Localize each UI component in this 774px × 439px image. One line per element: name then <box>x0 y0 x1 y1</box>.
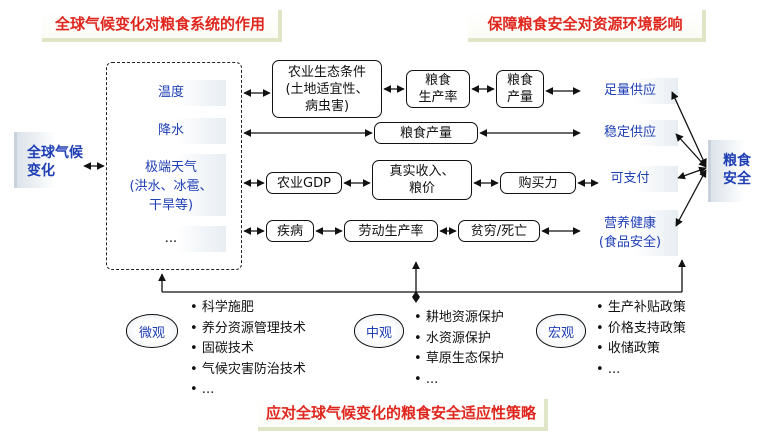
arrow-fan-2 <box>675 133 707 168</box>
factor-extreme-weather-detail-1: (洪水、冰雹、 <box>129 179 213 194</box>
node-food-security: 粮食安全 <box>708 140 768 202</box>
header-resource-impact: 保障粮食安全对资源环境影响 <box>468 10 706 42</box>
list-item: 水资源保护 <box>414 329 504 350</box>
outcome-nutrition-line-2: (食品安全) <box>598 235 662 250</box>
real-income-line-2: 粮价 <box>408 181 435 196</box>
oval-meso: 中观 <box>354 314 404 348</box>
outcome-affordable: 可支付 <box>582 166 678 192</box>
box-grain-productivity: 粮食 生产率 <box>406 70 470 108</box>
list-meso-strategies: 耕地资源保护 水资源保护 草原生态保护 ... <box>414 308 504 390</box>
oval-micro: 微观 <box>126 314 178 348</box>
list-item: ... <box>190 380 306 401</box>
strategy-junction-diamond <box>412 291 420 303</box>
box-disease: 疾病 <box>266 220 314 242</box>
box-labor-productivity: 劳动生产率 <box>344 220 438 242</box>
list-micro-strategies: 科学施肥 养分资源管理技术 固碳技术 气候灾害防治技术 ... <box>190 298 306 401</box>
outcome-nutrition-health: 营养健康 (食品安全) <box>582 210 678 256</box>
list-item: 耕地资源保护 <box>414 308 504 329</box>
grain-output-line-2: 产量 <box>506 90 533 105</box>
box-poverty-death: 贫穷/死亡 <box>458 220 540 242</box>
outcome-sufficient-supply: 足量供应 <box>582 78 678 104</box>
factor-precipitation: 降水 <box>116 118 226 144</box>
box-agri-gdp: 农业GDP <box>266 172 342 194</box>
list-item: 收储政策 <box>596 339 686 360</box>
outcome-nutrition-line-1: 营养健康 <box>603 216 656 231</box>
factor-temperature: 温度 <box>116 80 226 106</box>
agri-conditions-line-1: 农业生态条件 <box>287 64 366 80</box>
list-item: 养分资源管理技术 <box>190 319 306 340</box>
oval-macro: 宏观 <box>536 314 586 348</box>
climate-factors-group <box>106 62 242 270</box>
grain-output-line-1: 粮食 <box>506 73 533 88</box>
box-purchasing-power: 购买力 <box>500 172 576 194</box>
grain-productivity-line-1: 粮食 <box>424 73 451 88</box>
header-adaptation-strategy: 应对全球气候变化的粮食安全适应性策略 <box>258 399 548 431</box>
arrow-fan-4 <box>675 169 707 227</box>
factor-more: ... <box>116 226 226 252</box>
grain-productivity-line-2: 生产率 <box>418 90 458 105</box>
list-item: 生产补贴政策 <box>596 298 686 319</box>
list-item: ... <box>414 370 504 391</box>
list-item: ... <box>596 360 686 381</box>
real-income-line-1: 真实收入、 <box>389 164 455 179</box>
box-grain-output: 粮食 产量 <box>496 70 544 108</box>
node-global-climate-change: 全球气候变化 <box>14 132 83 188</box>
list-item: 草原生态保护 <box>414 349 504 370</box>
list-item: 固碳技术 <box>190 339 306 360</box>
list-item: 气候灾害防治技术 <box>190 360 306 381</box>
header-climate-impact: 全球气候变化对粮食系统的作用 <box>42 10 282 42</box>
list-item: 科学施肥 <box>190 298 306 319</box>
box-real-income-price: 真实收入、 粮价 <box>372 160 472 200</box>
agri-conditions-line-3: 病虫害) <box>304 98 350 114</box>
outcome-stable-supply: 稳定供应 <box>582 120 678 146</box>
agri-conditions-line-2: (土地适宜性、 <box>285 81 369 97</box>
box-agri-eco-conditions: 农业生态条件 (土地适宜性、 病虫害) <box>272 60 382 118</box>
factor-extreme-weather: 极端天气 (洪水、冰雹、 干旱等) <box>116 154 226 216</box>
list-item: 价格支持政策 <box>596 319 686 340</box>
box-grain-production: 粮食产量 <box>374 122 478 144</box>
list-macro-strategies: 生产补贴政策 价格支持政策 收储政策 ... <box>596 298 686 380</box>
arrow-fan-1 <box>671 91 707 167</box>
factor-extreme-weather-detail-2: 干旱等) <box>148 198 194 213</box>
factor-extreme-weather-title: 极端天气 <box>144 160 197 175</box>
